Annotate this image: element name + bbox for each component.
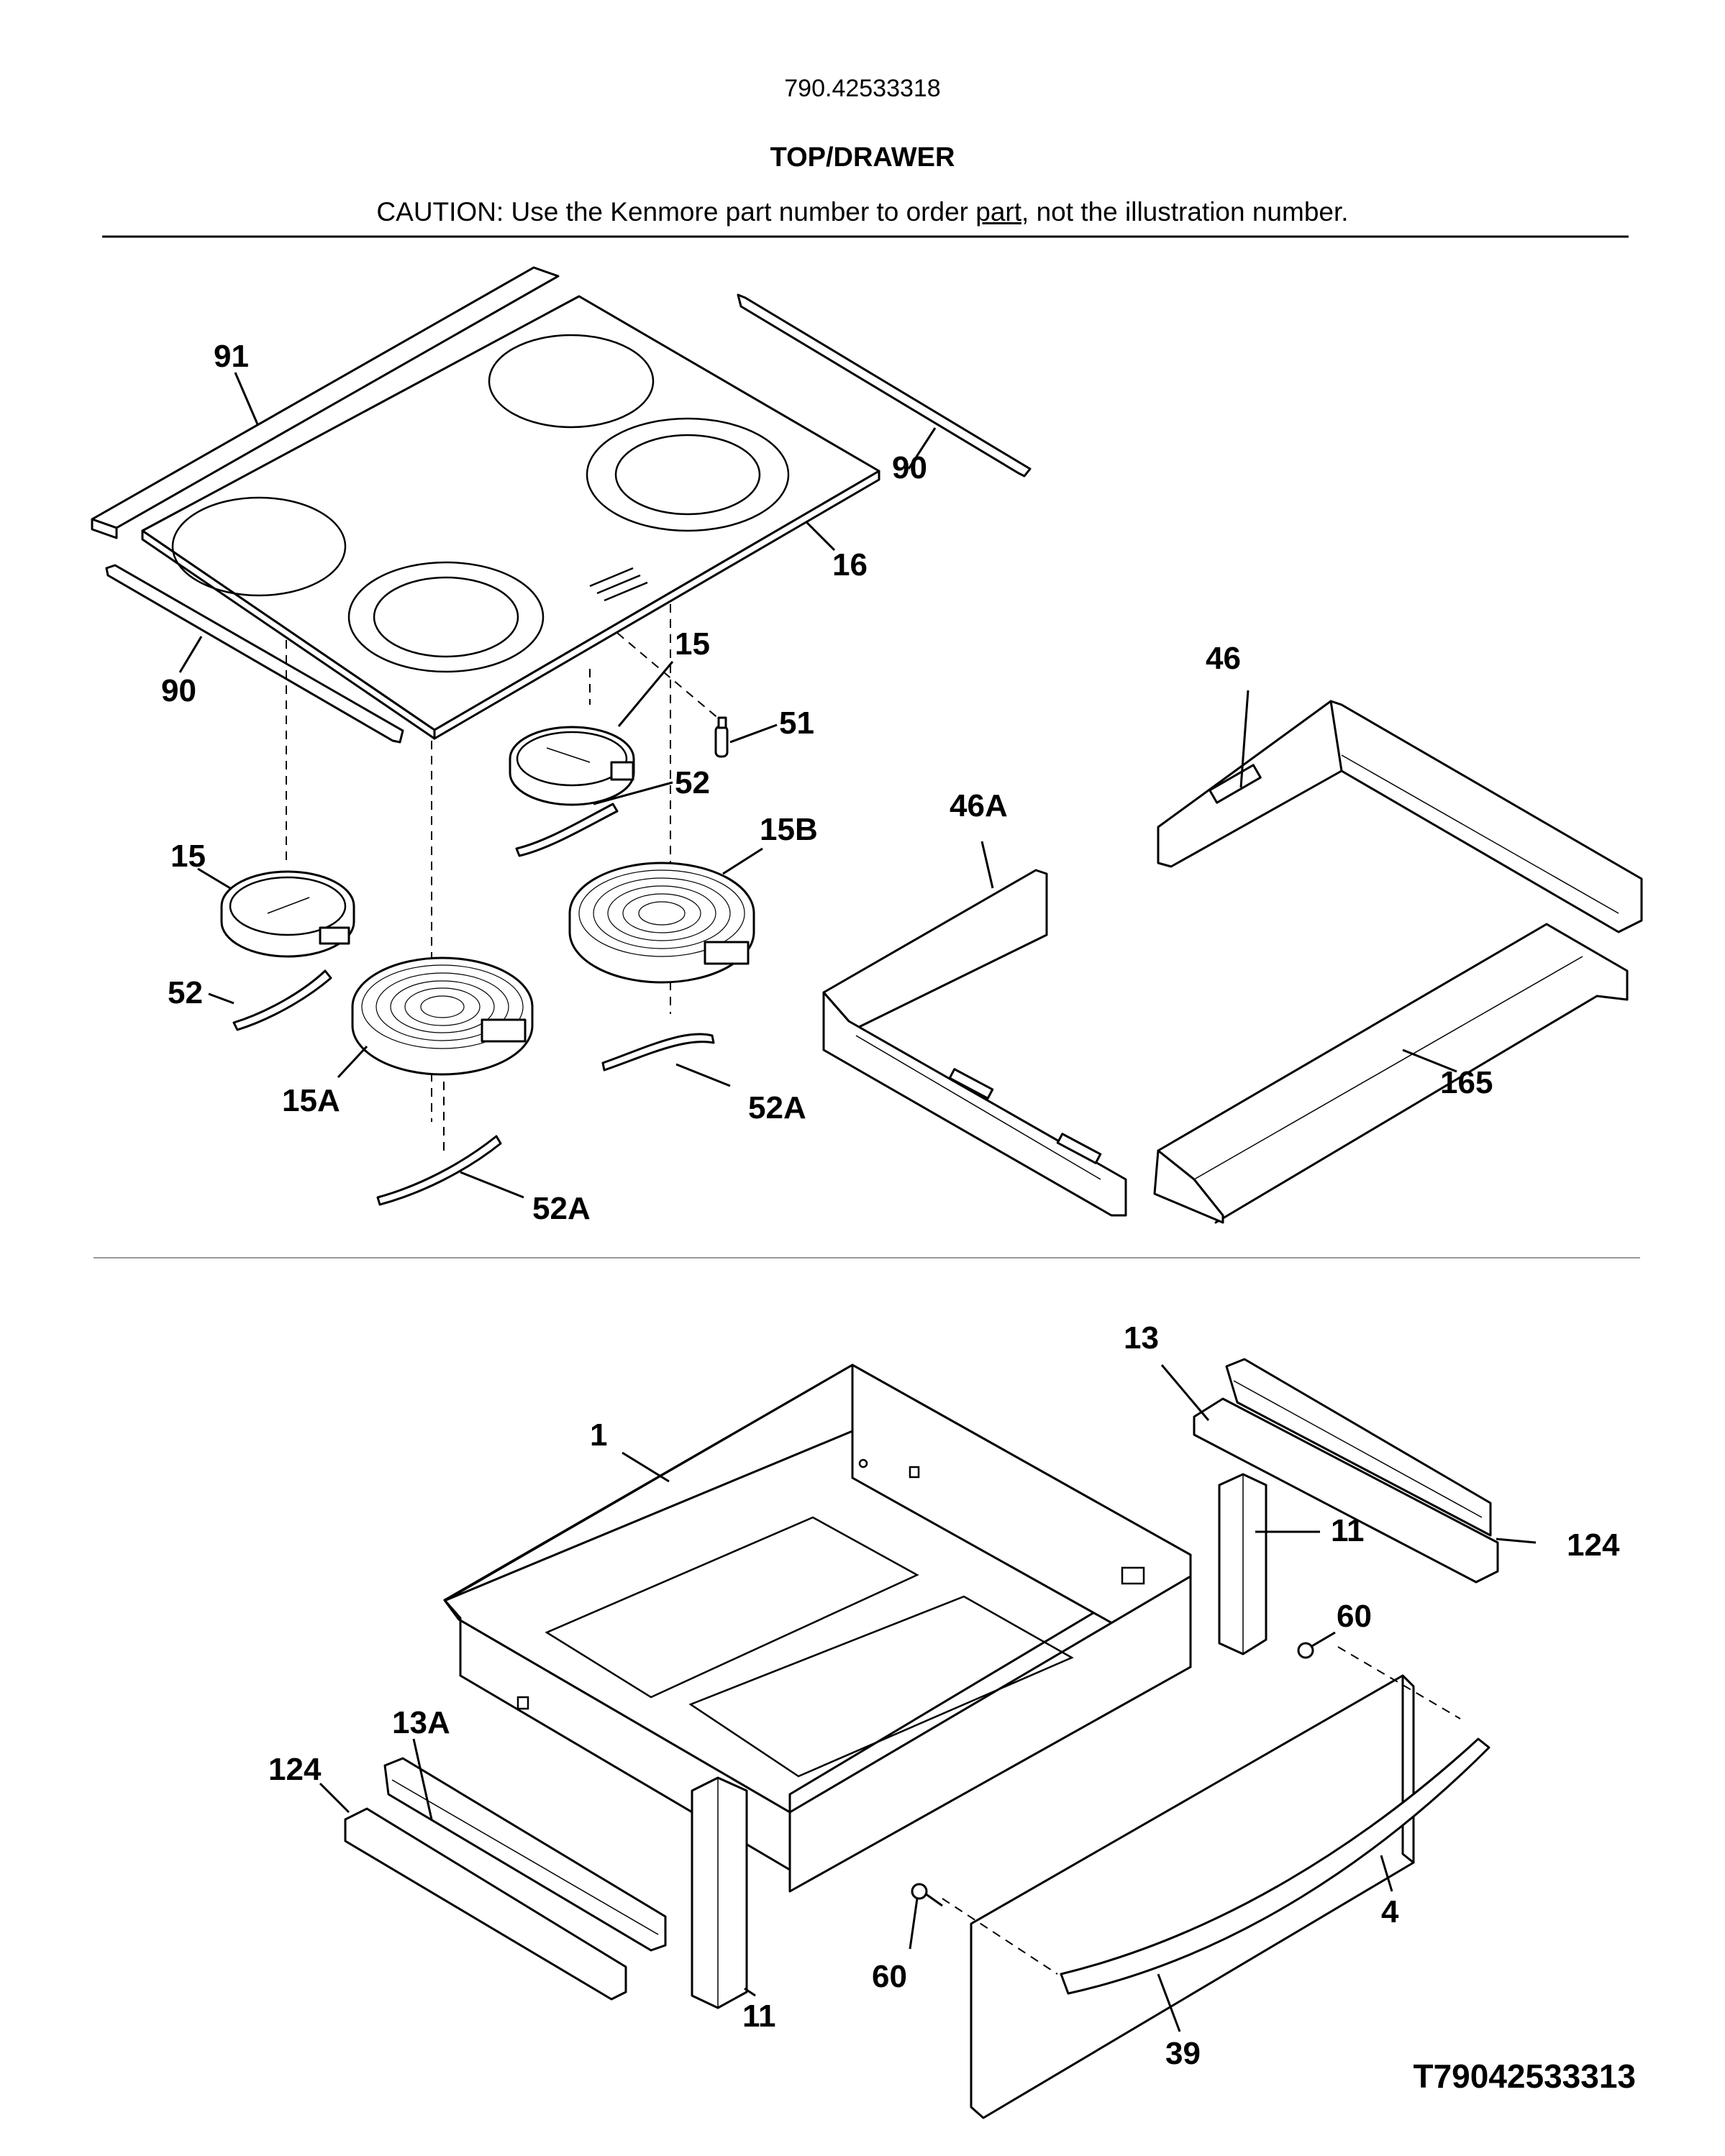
- callout-15B: 15B: [760, 812, 818, 847]
- callout-51: 51: [779, 705, 814, 741]
- leader-line: [1160, 1364, 1210, 1421]
- leader-line: [337, 1045, 368, 1079]
- callout-15-left: 15: [170, 839, 206, 874]
- callout-1: 1: [590, 1417, 607, 1453]
- callout-39: 39: [1165, 2036, 1201, 2071]
- leader-line: [1380, 1855, 1393, 1892]
- caution-text: CAUTION: Use the Kenmore part number to …: [376, 197, 976, 227]
- leader-line: [722, 847, 763, 875]
- callout-60-left: 60: [872, 1959, 907, 1994]
- callout-16: 16: [832, 547, 868, 583]
- drawer-bracket-part-11-left: [691, 1776, 748, 2009]
- mounting-strap-part-52A-right: [601, 1033, 715, 1072]
- drawer-handle-part-39: [1060, 1737, 1490, 1995]
- leader-line: [412, 1738, 433, 1820]
- callout-90-left: 90: [161, 673, 196, 708]
- drawer-bracket-part-11-right: [1218, 1473, 1267, 1655]
- mounting-strap-part-52A-lower: [376, 1135, 502, 1206]
- callout-165: 165: [1440, 1065, 1493, 1100]
- callout-90-right: 90: [892, 450, 927, 485]
- rear-trim-part-91: [91, 266, 560, 539]
- side-trim-part-90-right: [737, 293, 1032, 478]
- drawer-slide-part-13A: [344, 1757, 667, 2001]
- side-trim-part-90-left: [105, 564, 404, 744]
- leader-line: [909, 1898, 919, 1950]
- glass-cooktop-part-16: [141, 295, 880, 740]
- leader-line: [729, 723, 778, 744]
- leader-line: [593, 781, 673, 805]
- mounting-strap-part-52-left: [232, 969, 332, 1031]
- caution-note: CAUTION: Use the Kenmore part number to …: [0, 197, 1725, 227]
- leader-line: [622, 1451, 670, 1483]
- limiter-switch-part-51: [714, 716, 729, 758]
- leader-line: [744, 1987, 756, 1997]
- callout-46A: 46A: [950, 788, 1008, 823]
- alignment-line: [616, 632, 720, 720]
- leader-line: [617, 661, 674, 727]
- leader-line: [1496, 1538, 1537, 1544]
- drawing-id: T79042533313: [1413, 2057, 1636, 2095]
- side-frame-part-46A: [822, 869, 1127, 1217]
- callout-52A-lower: 52A: [532, 1191, 591, 1226]
- drawer-box-part-1: [443, 1364, 1192, 1893]
- leader-line: [234, 372, 259, 425]
- callout-124-right: 124: [1567, 1527, 1620, 1563]
- model-number: 790.42533318: [784, 75, 941, 102]
- part-link[interactable]: part: [975, 197, 1022, 227]
- leader-line: [980, 841, 994, 889]
- leader-line: [907, 427, 937, 470]
- callout-13: 13: [1124, 1320, 1159, 1356]
- section-title: TOP/DRAWER: [770, 142, 955, 173]
- leader-line: [804, 520, 836, 552]
- callout-52-upper: 52: [675, 765, 710, 800]
- dual-element-part-15A: [351, 956, 534, 1076]
- radiant-element-part-15-upper: [509, 726, 635, 806]
- alignment-line: [1337, 1646, 1461, 1719]
- leader-line: [1157, 1973, 1181, 2032]
- callout-52A-right: 52A: [748, 1090, 806, 1125]
- callout-46: 46: [1206, 641, 1241, 676]
- screw-part-60-left: [911, 1883, 943, 1907]
- leader-line: [1239, 690, 1250, 788]
- callout-52-left: 52: [168, 975, 203, 1010]
- leader-line: [208, 992, 235, 1005]
- callout-15A: 15A: [282, 1083, 340, 1118]
- rear-frame-part-46: [1157, 700, 1643, 933]
- leader-line: [460, 1171, 524, 1199]
- callout-11-right: 11: [1331, 1513, 1365, 1548]
- dual-element-part-15B: [568, 862, 755, 984]
- callout-4: 4: [1381, 1894, 1399, 1929]
- leader-line: [1402, 1049, 1457, 1073]
- screw-part-60-right: [1297, 1631, 1336, 1659]
- callout-15-upper: 15: [675, 626, 710, 662]
- alignment-line: [942, 1898, 1058, 1975]
- leader-line: [319, 1782, 350, 1814]
- drawer-slide-part-13: [1193, 1358, 1499, 1584]
- callout-60-right: 60: [1337, 1599, 1372, 1634]
- radiant-element-part-15-left: [220, 870, 355, 958]
- callout-13A: 13A: [392, 1705, 450, 1740]
- bottom-frame-part-165: [1153, 923, 1629, 1224]
- callout-11-left: 11: [742, 1999, 776, 2034]
- leader-line: [675, 1063, 731, 1087]
- caution-text-end: , not the illustration number.: [1021, 197, 1349, 227]
- mounting-strap-part-52-upper: [515, 803, 619, 857]
- callout-124-left: 124: [268, 1752, 322, 1787]
- leader-line: [197, 867, 231, 890]
- leader-line: [178, 636, 203, 673]
- callout-91: 91: [214, 339, 249, 374]
